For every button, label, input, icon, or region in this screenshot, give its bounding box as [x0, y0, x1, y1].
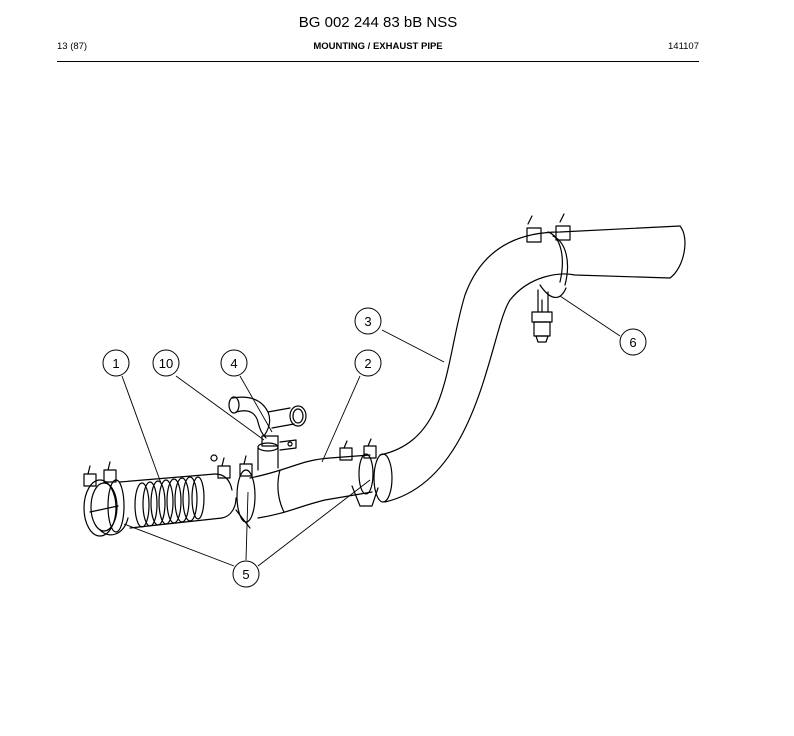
callout-2: 2 — [354, 349, 382, 377]
flex-hose-part-1 — [119, 473, 237, 529]
page-reference: 13 (87) — [57, 41, 88, 52]
callout-5: 5 — [232, 560, 260, 588]
callout-label-1: 1 — [112, 356, 119, 371]
leader-4 — [239, 375, 273, 433]
rear-hanger-bracket — [526, 213, 571, 343]
front-pipe-opening — [83, 461, 129, 537]
leader-6 — [559, 295, 621, 337]
leader-5a — [123, 523, 235, 567]
second-clamp — [210, 454, 256, 529]
leader-5c — [257, 479, 371, 567]
header-rule — [57, 61, 699, 62]
callout-label-10: 10 — [159, 356, 173, 371]
callout-label-2: 2 — [364, 356, 371, 371]
callout-label-3: 3 — [364, 314, 371, 329]
callout-circles: 1 10 4 2 3 6 5 — [102, 307, 647, 588]
callout-10: 10 — [152, 349, 180, 377]
document-code: 141107 — [668, 41, 699, 52]
callout-3: 3 — [354, 307, 382, 335]
middle-clamp — [339, 438, 379, 507]
leader-5b — [245, 491, 249, 561]
front-pipe-part-2 — [249, 454, 373, 519]
leader-10 — [175, 375, 265, 441]
callout-label-5: 5 — [242, 567, 249, 582]
leader-3 — [381, 329, 445, 363]
leader-2 — [321, 375, 361, 463]
document-title: BG 002 244 83 bB NSS — [298, 14, 458, 31]
callout-4: 4 — [220, 349, 248, 377]
callout-1: 1 — [102, 349, 130, 377]
branch-connector-part-10 — [257, 435, 297, 471]
leader-lines — [121, 295, 621, 567]
callout-6: 6 — [619, 328, 647, 356]
callout-label-6: 6 — [629, 335, 636, 350]
callout-label-4: 4 — [230, 356, 237, 371]
bent-pipe-part-4 — [228, 396, 307, 439]
section-title: MOUNTING / EXHAUST PIPE — [313, 41, 443, 52]
leader-1 — [121, 375, 163, 487]
exhaust-pipe-part-3 — [373, 225, 686, 503]
